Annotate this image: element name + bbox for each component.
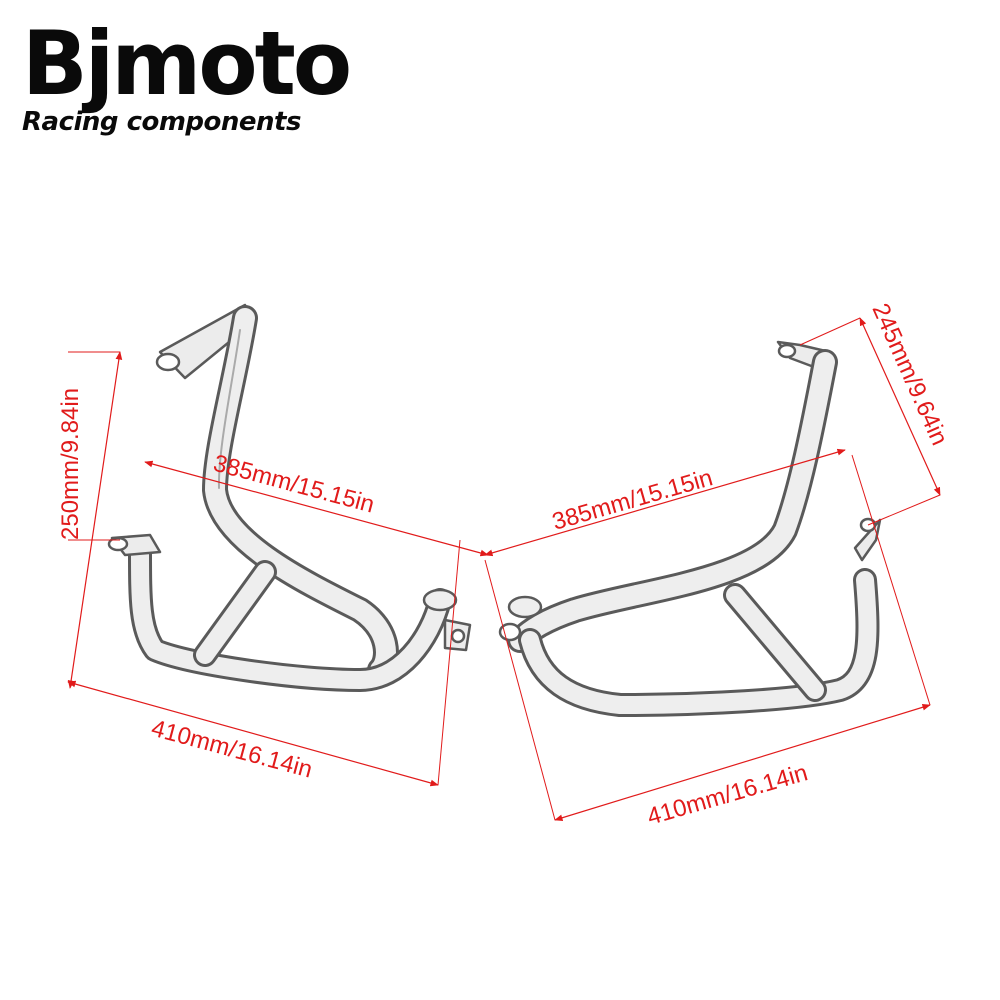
right-width-ext-left	[484, 559, 556, 821]
brand-logo: Bjmoto Racing components	[22, 12, 352, 137]
right-width-label: 410mm/16.14in	[644, 759, 810, 831]
left-width-label: 410mm/16.14in	[148, 715, 315, 784]
left-diagonal-line	[144, 460, 489, 557]
right-diagonal-line	[484, 448, 846, 557]
right-diagonal-label: 385mm/15.15in	[549, 464, 715, 536]
right-height-ext-bottom	[867, 494, 941, 526]
right-height-ext-top	[799, 317, 861, 346]
left-diagonal-label: 385mm/15.15in	[210, 450, 377, 519]
right-height-line	[859, 317, 941, 496]
right-width-line	[554, 704, 931, 821]
right-crash-bar	[498, 340, 882, 717]
right-width-ext-right	[851, 454, 931, 706]
left-width-line	[67, 680, 439, 787]
left-width-ext	[437, 539, 461, 786]
brand-name: Bjmoto	[22, 12, 352, 115]
left-height-label: 250mm/9.84in	[57, 388, 84, 540]
brand-tagline: Racing components	[22, 107, 301, 137]
left-height-line	[67, 351, 123, 689]
